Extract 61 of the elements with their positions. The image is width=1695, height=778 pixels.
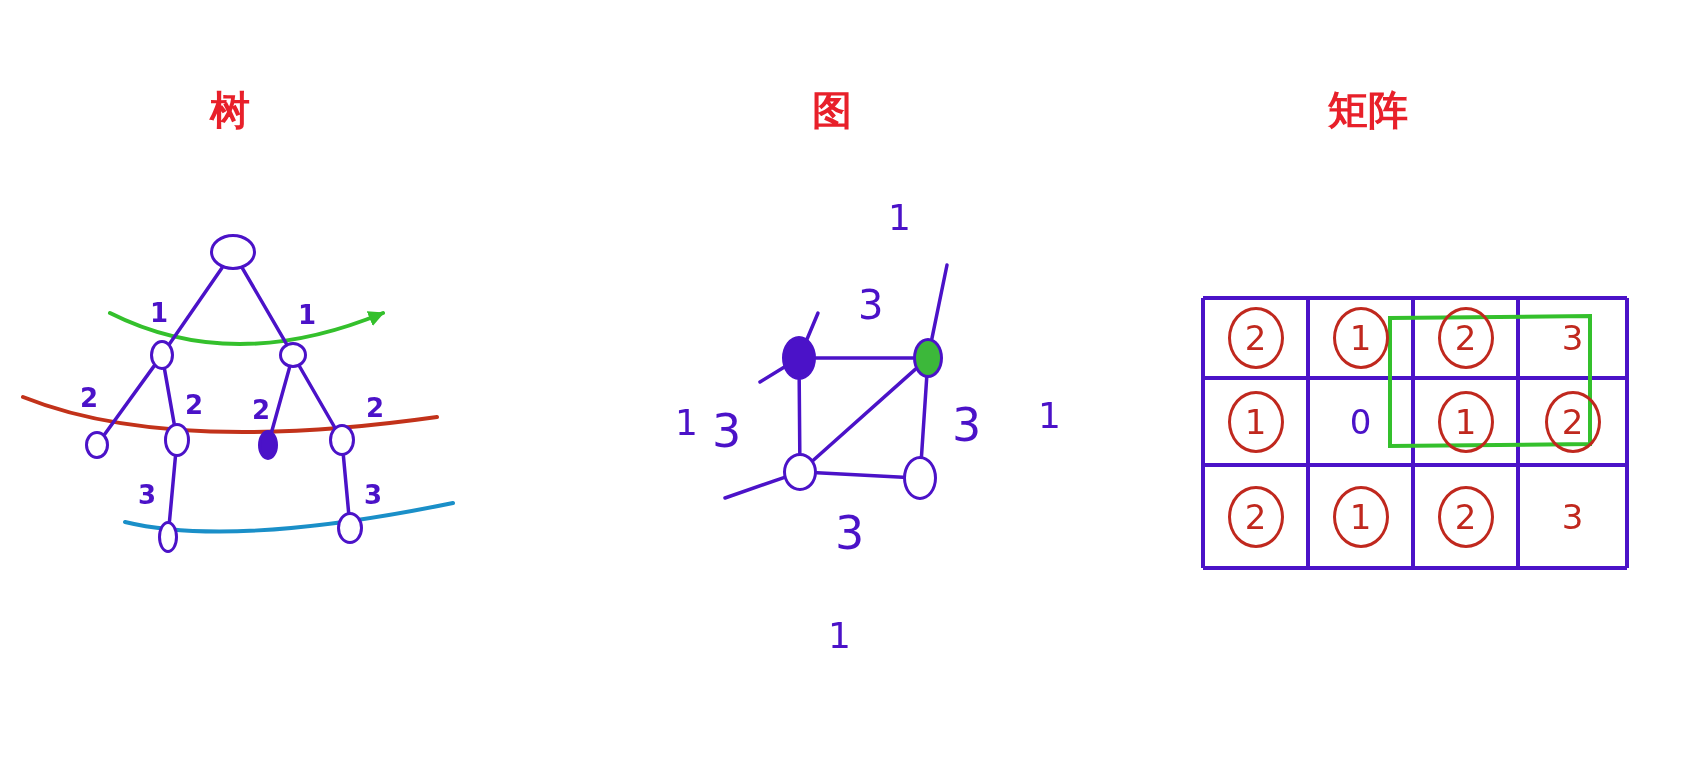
hollow-node [150, 340, 174, 370]
connector-line [758, 365, 786, 384]
connector-line [102, 364, 156, 437]
hollow-node [783, 453, 817, 491]
hollow-node [329, 424, 355, 456]
connector-line [805, 311, 820, 341]
hollow-node [164, 423, 190, 457]
filled-node [258, 430, 278, 460]
connector-line [168, 266, 224, 346]
circled-number: 1 [1332, 307, 1389, 369]
circled-number: 1 [1227, 390, 1284, 453]
level-number: 1 [298, 302, 317, 328]
hollow-node [337, 512, 363, 544]
distance-number: 3 [952, 402, 982, 448]
distance-number: 3 [858, 285, 884, 325]
circled-number: 2 [1544, 390, 1601, 453]
circled-number: 2 [1437, 307, 1494, 369]
connector-line [815, 471, 905, 479]
hollow-node [85, 431, 109, 459]
connector-line [341, 454, 351, 514]
panel-title: 图 [812, 90, 852, 130]
connector-line [297, 364, 337, 429]
panel-title: 树 [210, 90, 250, 130]
connector-line [162, 367, 176, 426]
level-number: 1 [150, 300, 169, 326]
distance-number: 1 [1038, 398, 1061, 434]
connector-line [814, 356, 915, 360]
distance-number: 1 [888, 200, 911, 236]
filled-node [782, 336, 816, 380]
circled-number: 1 [1437, 390, 1494, 453]
cell-number: 0 [1348, 404, 1373, 439]
distance-number: 1 [828, 618, 851, 654]
connector-line [270, 365, 292, 433]
level-number: 2 [366, 395, 385, 421]
hollow-node [158, 521, 178, 553]
connector-line [797, 378, 802, 455]
connector-line [811, 367, 918, 462]
level-number: 2 [80, 385, 99, 411]
level-number: 3 [138, 482, 157, 508]
circled-number: 2 [1437, 485, 1494, 548]
filled-node [913, 338, 943, 378]
connector-line [919, 376, 929, 458]
connector-line [930, 263, 949, 341]
connector-line [240, 266, 289, 346]
hollow-node [210, 234, 256, 270]
distance-number: 3 [835, 510, 865, 556]
hollow-node [279, 342, 307, 368]
circled-number: 2 [1227, 307, 1284, 369]
circled-number: 2 [1227, 485, 1284, 548]
level-number: 2 [252, 397, 271, 423]
connector-line [723, 475, 786, 500]
level-number: 3 [364, 482, 383, 508]
hollow-node [903, 456, 937, 500]
level-number: 2 [185, 392, 204, 418]
cell-number: 3 [1560, 321, 1585, 355]
cell-number: 3 [1560, 499, 1585, 534]
circled-number: 1 [1332, 485, 1389, 548]
distance-number: 1 [675, 405, 698, 441]
panel-title: 矩阵 [1328, 90, 1408, 130]
distance-number: 3 [712, 408, 742, 454]
connector-line [167, 455, 178, 523]
